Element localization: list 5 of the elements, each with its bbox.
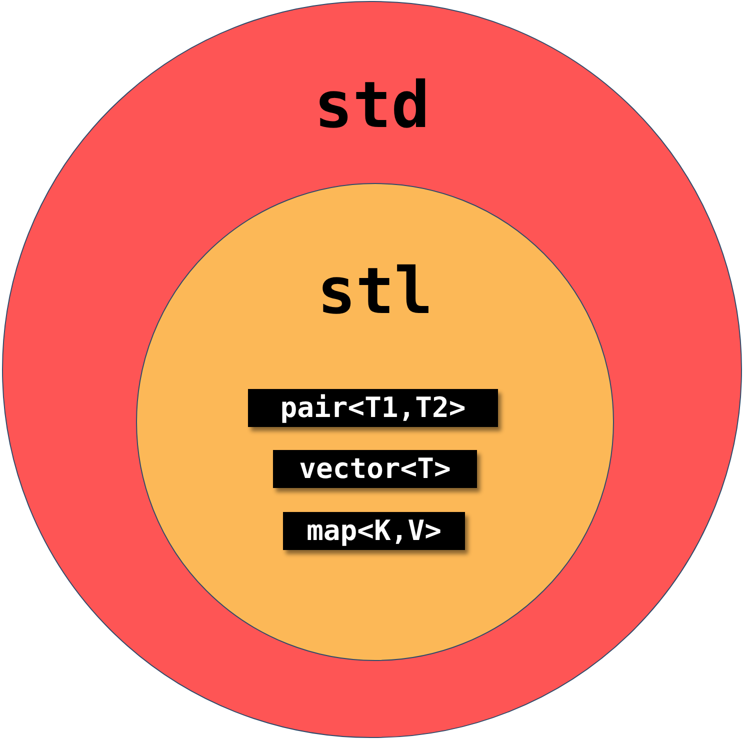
circle-label: std (314, 74, 430, 138)
code-label: vector<T> (273, 450, 477, 488)
code-label: pair<T1,T2> (248, 389, 498, 427)
code-label: map<K,V> (283, 512, 465, 550)
circle-label: stl (317, 260, 433, 324)
